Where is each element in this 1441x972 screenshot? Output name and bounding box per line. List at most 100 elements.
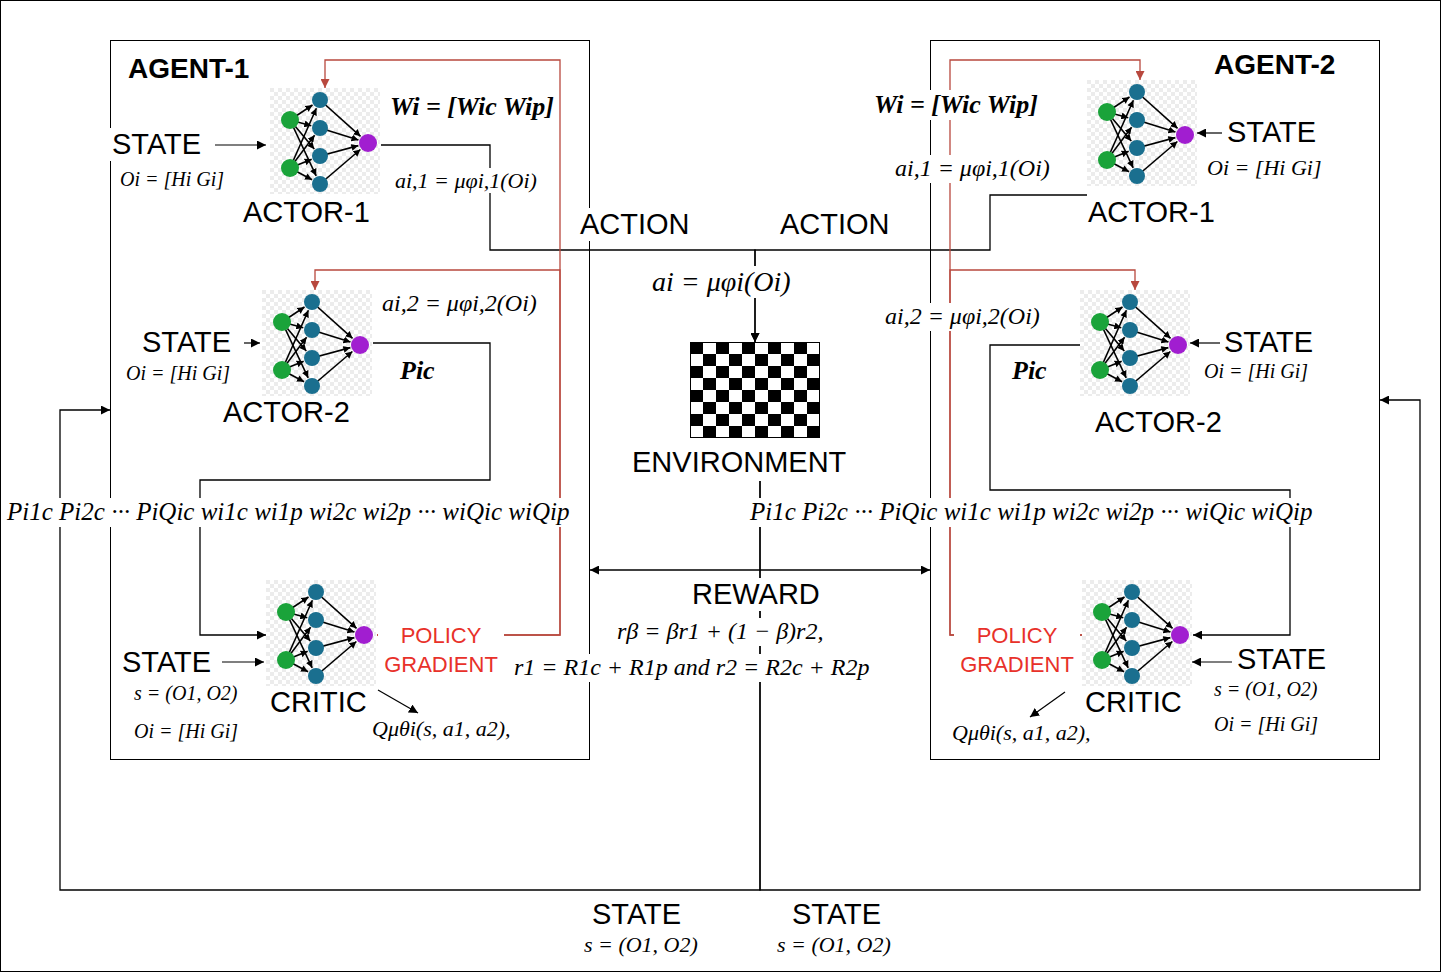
math-label: Qμθi(s, a1, a2), xyxy=(370,716,513,741)
node-label: CRITIC xyxy=(270,686,367,719)
hidden-neuron xyxy=(304,350,320,366)
policy-gradient-line xyxy=(325,60,560,635)
math-label: Oi = [Hi Gi] xyxy=(1205,155,1323,180)
connector xyxy=(755,195,1087,342)
hidden-neuron xyxy=(312,92,328,108)
input-neuron xyxy=(281,159,299,177)
input-neuron xyxy=(277,651,295,669)
q-leader xyxy=(378,690,418,713)
hidden-neuron xyxy=(1122,378,1138,394)
hidden-neuron xyxy=(312,148,328,164)
text-label: STATE xyxy=(1235,643,1328,676)
math-label: s = (O1, O2) xyxy=(132,682,240,705)
bold-math-label: Pic xyxy=(398,356,437,386)
text-label: STATE xyxy=(120,646,213,679)
math-label: s = (O1, O2) xyxy=(775,932,893,957)
edge-label: ACTION xyxy=(578,208,692,241)
input-neuron xyxy=(1098,151,1116,169)
neural-network-icon xyxy=(266,580,376,686)
hidden-neuron xyxy=(1129,168,1145,184)
input-neuron xyxy=(281,111,299,129)
math-label: Oi = [Hi Gi] xyxy=(1202,360,1310,383)
network-node: ACTOR-1 xyxy=(1087,80,1216,231)
math-label: rβ = βr1 + (1 − β)r2, xyxy=(615,618,825,646)
connector xyxy=(381,145,755,342)
math-label: ai,2 = μφi,2(Oi) xyxy=(380,290,539,318)
state-leader xyxy=(1190,342,1220,343)
policy-gradient-label: POLICY GRADIENT xyxy=(378,622,504,679)
state-leader xyxy=(215,144,266,145)
q-leader xyxy=(1030,692,1065,717)
neural-network-icon xyxy=(1082,580,1192,686)
hidden-neuron xyxy=(308,584,324,600)
math-label: r1 = R1c + R1p and r2 = R2c + R2p xyxy=(512,654,871,682)
bold-math-label: Pic xyxy=(1010,356,1049,386)
edge-label: ACTION xyxy=(778,208,892,241)
hidden-neuron xyxy=(308,668,324,684)
neural-network-icon xyxy=(1080,290,1190,396)
text-label: STATE xyxy=(1222,326,1315,359)
input-neuron xyxy=(277,603,295,621)
math-label: ai,2 = μφi,2(Oi) xyxy=(883,303,1042,331)
hidden-neuron xyxy=(304,322,320,338)
state-leader xyxy=(222,661,264,662)
math-label: Oi = [Hi Gi] xyxy=(124,362,232,385)
network-node: ACTOR-2 xyxy=(223,290,373,431)
nn-background xyxy=(270,88,380,194)
text-label: STATE xyxy=(1225,116,1318,149)
node-label: ACTOR-1 xyxy=(243,196,370,229)
output-neuron xyxy=(1169,336,1187,354)
node-label: ACTOR-1 xyxy=(1088,196,1215,229)
bold-math-label: Wi = [Wic Wip] xyxy=(388,92,556,122)
output-neuron xyxy=(1171,626,1189,644)
nn-background xyxy=(266,580,376,686)
math-label: Oi = [Hi Gi] xyxy=(118,168,226,191)
hidden-neuron xyxy=(312,120,328,136)
checkerboard xyxy=(691,343,820,438)
input-neuron xyxy=(1093,603,1111,621)
text-label: STATE xyxy=(790,898,883,931)
state-leader xyxy=(1197,132,1222,133)
math-label: Oi = [Hi Gi] xyxy=(132,720,240,743)
output-neuron xyxy=(351,336,369,354)
agent-title: AGENT-2 xyxy=(1214,49,1335,81)
node-label: ENVIRONMENT xyxy=(632,446,846,479)
text-label: STATE xyxy=(140,326,233,359)
hidden-neuron xyxy=(1122,350,1138,366)
hidden-neuron xyxy=(312,176,328,192)
input-neuron xyxy=(1091,361,1109,379)
agent-title: AGENT-1 xyxy=(128,53,249,85)
output-neuron xyxy=(1176,126,1194,144)
bold-math-label: Wi = [Wic Wip] xyxy=(872,90,1040,120)
network-node: ACTOR-1 xyxy=(243,88,381,231)
neural-network-icon xyxy=(262,290,372,396)
hidden-neuron xyxy=(304,378,320,394)
hidden-neuron xyxy=(1122,322,1138,338)
input-neuron xyxy=(1093,651,1111,669)
hidden-neuron xyxy=(1124,584,1140,600)
nn-background xyxy=(1087,80,1197,186)
math-label: Oi = [Hi Gi] xyxy=(1212,713,1320,736)
hidden-neuron xyxy=(1129,140,1145,156)
hidden-neuron xyxy=(1122,294,1138,310)
math-label: ai,1 = μφi,1(Oi) xyxy=(393,168,539,193)
edge-label: REWARD xyxy=(690,578,822,611)
hidden-neuron xyxy=(308,612,324,628)
input-neuron xyxy=(1098,103,1116,121)
math-label: ai = μφi(Oi) xyxy=(650,266,793,298)
output-neuron xyxy=(359,134,377,152)
math-label: ai,1 = μφi,1(Oi) xyxy=(893,155,1052,183)
nn-background xyxy=(1080,290,1190,396)
math-label: s = (O1, O2) xyxy=(1212,678,1320,701)
text-label: STATE xyxy=(110,128,203,161)
output-neuron xyxy=(355,626,373,644)
environment-grid xyxy=(690,342,820,438)
input-neuron xyxy=(1091,313,1109,331)
input-neuron xyxy=(273,361,291,379)
neural-network-icon xyxy=(1087,80,1197,186)
environment-node: ENVIRONMENT xyxy=(632,342,848,481)
node-label: ACTOR-2 xyxy=(223,396,350,429)
hidden-neuron xyxy=(1124,668,1140,684)
network-node: CRITIC xyxy=(1082,580,1193,721)
